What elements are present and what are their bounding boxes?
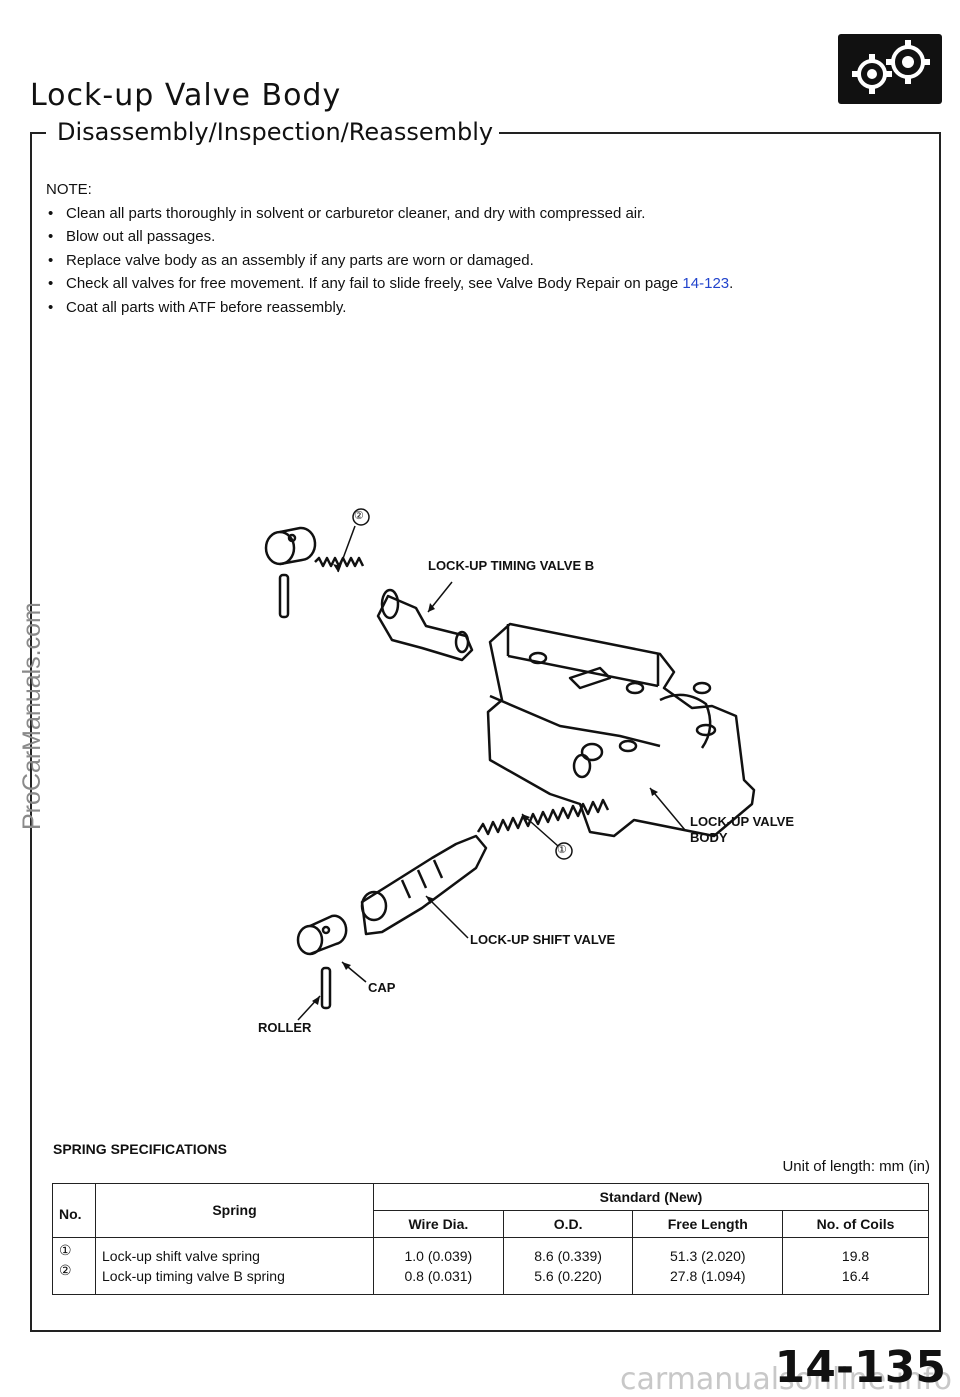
exploded-view-drawing (264, 508, 756, 1021)
label-valve-body-1: LOCK-UP VALVE (690, 814, 795, 829)
callout-1: ① (557, 844, 567, 856)
table-row: ① ② Lock-up shift valve spring Lock-up t… (52, 1236, 929, 1296)
table-header-row: No. Spring Standard (New) (52, 1183, 929, 1238)
cell-no: ① ② (52, 1236, 96, 1296)
callout-1-circle (555, 842, 573, 860)
label-roller: ROLLER (258, 1020, 312, 1035)
note-item: Replace valve body as an assembly if any… (46, 249, 906, 273)
unit-note: Unit of length: mm (in) (782, 1158, 930, 1175)
header-spring: Spring (95, 1183, 374, 1238)
cell-od: 8.6 (0.339) 5.6 (0.220) (502, 1236, 634, 1296)
header-standard: Standard (New) (373, 1183, 929, 1211)
header-no: No. (52, 1183, 96, 1238)
timing-valve-b (376, 588, 474, 662)
notes-heading: NOTE: (46, 181, 92, 198)
cell-coils: 19.8 16.4 (782, 1236, 929, 1296)
watermark: ProCarManuals.com (18, 602, 46, 830)
cell-wire-dia: 1.0 (0.039) 0.8 (0.031) (373, 1236, 504, 1296)
spring-2 (314, 556, 365, 568)
page-title: Lock-up Valve Body (30, 78, 342, 113)
roller-bottom (320, 966, 332, 1010)
cell-spring: Lock-up shift valve spring Lock-up timin… (95, 1236, 374, 1296)
frame-top-left (30, 132, 46, 134)
note-item: Coat all parts with ATF before reassembl… (46, 296, 906, 320)
content-frame (30, 132, 941, 1332)
label-timing-valve: LOCK-UP TIMING VALVE B (428, 558, 595, 573)
note-item: Check all valves for free movement. If a… (46, 272, 906, 296)
header-free-length: Free Length (632, 1209, 784, 1238)
label-valve-body-2: BODY (690, 830, 728, 845)
cell-free-length: 51.3 (2.020) 27.8 (1.094) (632, 1236, 784, 1296)
valve-body-drawing (486, 622, 756, 838)
note-item: Blow out all passages. (46, 225, 906, 249)
note-item: Clean all parts thoroughly in solvent or… (46, 202, 906, 226)
exploded-diagram: ② ① LOCK-UP TIMING VALVE B LOCK-UP VALVE… (240, 500, 840, 1050)
frame-top-right (470, 132, 941, 134)
notes: NOTE: Clean all parts thoroughly in solv… (46, 178, 906, 319)
page-number: 14-135 (774, 1342, 946, 1393)
notes-list: Clean all parts thoroughly in solvent or… (46, 202, 906, 320)
label-shift-valve: LOCK-UP SHIFT VALVE (470, 932, 616, 947)
spec-heading: SPRING SPECIFICATIONS (53, 1141, 227, 1157)
header-od: O.D. (502, 1209, 634, 1238)
gears-icon (838, 34, 942, 104)
callout-2: ② (354, 510, 364, 522)
shift-valve-drawing (360, 834, 488, 936)
header-wire-dia: Wire Dia. (373, 1209, 504, 1238)
roller-top (278, 573, 290, 619)
table-subheader-row: Wire Dia. O.D. Free Length No. of Coils (53, 1209, 929, 1238)
spring-spec-table: No. Spring Standard (New) Wire Dia. O.D.… (52, 1183, 929, 1296)
label-cap: CAP (368, 980, 396, 995)
section-title: Disassembly/Inspection/Reassembly (55, 118, 500, 146)
header-coils: No. of Coils (782, 1209, 929, 1238)
spring-1 (476, 798, 610, 836)
callout-2-circle (352, 508, 370, 526)
timing-cap-top (264, 526, 317, 566)
shift-cap-bottom (296, 914, 348, 956)
page-link[interactable]: 14-123 (682, 275, 730, 292)
